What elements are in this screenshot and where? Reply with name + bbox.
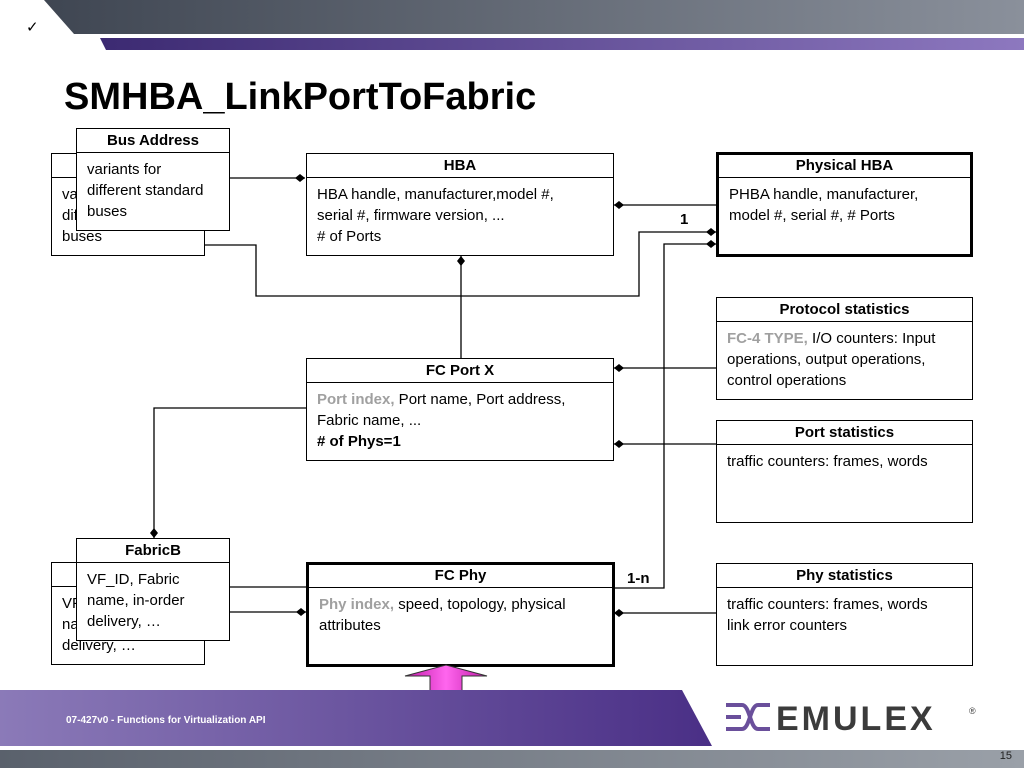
phy-statistics-box: Phy statistics traffic counters: frames,…: [716, 563, 973, 666]
port-statistics-box: Port statistics traffic counters: frames…: [716, 420, 973, 523]
diamond-marker: [614, 364, 624, 372]
footer-band: [0, 690, 1024, 768]
emulex-wordmark: EMULEX: [776, 700, 936, 738]
fc-phy-body: speed, topology, physical attributes: [319, 596, 566, 634]
hba-box: HBA HBA handle, manufacturer,model #, se…: [306, 153, 614, 256]
diamond-marker: [457, 256, 465, 266]
bus-address-box: Bus Address variants for different stand…: [76, 128, 230, 231]
phy-statistics-title: Phy statistics: [717, 564, 972, 588]
multiplicity-one: 1: [680, 211, 689, 228]
diamond-marker: [296, 608, 306, 616]
hba-line-3: # of Ports: [317, 228, 382, 245]
diamond-marker: [614, 609, 624, 617]
fc-port-title: FC Port X: [307, 359, 613, 383]
fc-port-phys-count: # of Phys=1: [317, 433, 401, 450]
hba-title: HBA: [307, 154, 613, 178]
slide-number: 15: [999, 750, 1012, 762]
protocol-statistics-box: Protocol statistics FC-4 TYPE, I/O count…: [716, 297, 973, 400]
protocol-statistics-body: I/O counters: Input operations, output o…: [727, 330, 936, 389]
bus-address-body: variants for different standard buses: [87, 161, 204, 220]
diamond-marker: [614, 440, 624, 448]
fc-phy-title: FC Phy: [309, 565, 612, 588]
physical-hba-box: Physical HBA PHBA handle, manufacturer, …: [716, 152, 973, 257]
phy-index-label: Phy index,: [319, 596, 395, 613]
fc-port-body: Port name, Port address, Fabric name, ..…: [317, 391, 566, 429]
diamond-marker: [614, 201, 624, 209]
footer-text: 07-427v0 - Functions for Virtualization …: [66, 715, 266, 726]
page-title: SMHBA_LinkPortToFabric: [64, 76, 537, 118]
physical-hba-title: Physical HBA: [719, 155, 970, 178]
hba-line-2: serial #, firmware version, ...: [317, 207, 505, 224]
port-statistics-title: Port statistics: [717, 421, 972, 445]
multiplicity-one-to-n: 1-n: [627, 570, 650, 587]
fc4-type-label: FC-4 TYPE,: [727, 330, 808, 347]
header-band: [44, 0, 1024, 50]
port-index-label: Port index,: [317, 391, 395, 408]
hba-line-1: HBA handle, manufacturer,model #,: [317, 186, 554, 203]
diamond-marker: [706, 228, 716, 236]
emulex-logo-icon: [726, 703, 770, 731]
registered-mark: ®: [969, 706, 976, 716]
fc-phy-box: FC Phy Phy index, speed, topology, physi…: [306, 562, 615, 667]
bus-address-title: Bus Address: [77, 129, 229, 153]
fc-port-box: FC Port X Port index, Port name, Port ad…: [306, 358, 614, 461]
fabric-box: FabricB VF_ID, Fabric name, in-order del…: [76, 538, 230, 641]
protocol-statistics-title: Protocol statistics: [717, 298, 972, 322]
checkmark-icon: ✓: [26, 18, 39, 36]
phy-statistics-line-1: traffic counters: frames, words: [727, 596, 928, 613]
fabric-body: VF_ID, Fabric name, in-order delivery, …: [87, 571, 185, 630]
diamond-marker: [150, 528, 158, 538]
diamond-marker: [706, 240, 716, 248]
phy-statistics-line-2: link error counters: [727, 617, 848, 634]
physical-hba-body: PHBA handle, manufacturer, model #, seri…: [729, 186, 919, 224]
diamond-marker: [295, 174, 305, 182]
fabric-title: FabricB: [77, 539, 229, 563]
port-statistics-body: traffic counters: frames, words: [727, 453, 928, 470]
